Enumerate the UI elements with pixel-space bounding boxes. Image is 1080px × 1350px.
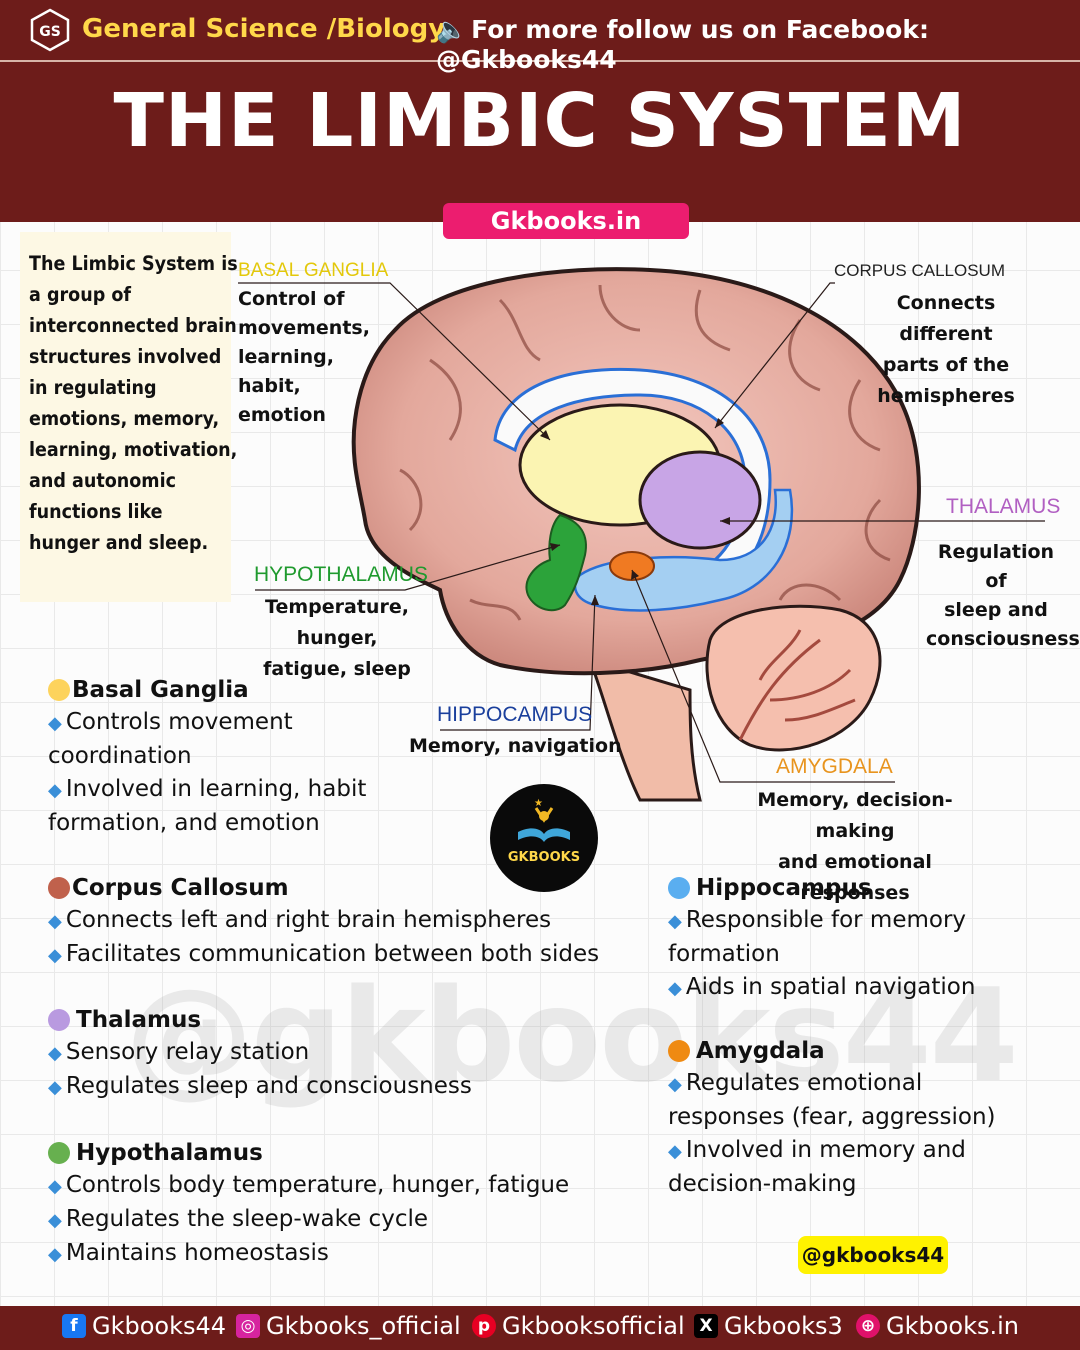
diamond-icon: ◆ [48, 1244, 62, 1265]
diamond-icon: ◆ [48, 780, 62, 801]
subject-label: General Science /Biology [82, 14, 446, 44]
section-title: Corpus Callosum [72, 875, 289, 901]
section-title: Hippocampus [696, 875, 872, 901]
gkbooks-logo: ★ GKBOOKS [490, 784, 598, 892]
diamond-icon: ◆ [48, 713, 62, 734]
svg-text:★: ★ [534, 798, 543, 809]
diamond-icon: ◆ [48, 1210, 62, 1231]
thalamus-desc: Regulation of sleep and consciousness [926, 541, 1080, 650]
brainstem-shape [587, 657, 702, 802]
section-thalamus: Thalamus ◆Sensory relay station ◆Regulat… [48, 1004, 472, 1104]
pointer-lines [238, 282, 1045, 783]
list-item: ◆Involved in memory and [668, 1137, 966, 1163]
diamond-icon: ◆ [48, 1176, 62, 1197]
intro-text: The Limbic System is a group of intercon… [29, 252, 238, 554]
diamond-icon: ◆ [668, 1074, 682, 1095]
list-item: ◆Sensory relay station [48, 1039, 310, 1065]
pointer-arrows [540, 418, 730, 605]
x-icon: X [694, 1314, 718, 1338]
intro-box [20, 232, 231, 602]
list-item: ◆Controls body temperature, hunger, fati… [48, 1172, 570, 1198]
list-item: ◆Regulates sleep and consciousness [48, 1073, 472, 1099]
site-badge[interactable]: Gkbooks.in [443, 203, 689, 239]
page-title: THE LIMBIC SYSTEM [113, 78, 967, 164]
section-title: Amygdala [696, 1038, 825, 1064]
handle-badge[interactable]: @gkbooks44 [798, 1236, 948, 1274]
amygdala-desc: Memory, decision-making and emotional re… [757, 789, 953, 904]
diamond-icon: ◆ [48, 1043, 62, 1064]
hippocampus-label: HIPPOCAMPUS [437, 703, 593, 726]
section-title: Hypothalamus [76, 1140, 263, 1166]
diamond-icon: ◆ [668, 978, 682, 999]
hypothalamus-desc: Temperature, hunger, fatigue, sleep [263, 596, 411, 680]
hippocampus-desc: Memory, navigation [409, 735, 622, 757]
basal-ganglia-label: BASAL GANGLIA [238, 260, 389, 281]
footer [0, 1306, 1080, 1350]
speaker-icon: 🔈 [436, 15, 468, 44]
hypothalamus-label: HYPOTHALAMUS [254, 563, 428, 586]
section-title: Thalamus [76, 1007, 202, 1033]
amygdala-label: AMYGDALA [776, 755, 893, 778]
facebook-icon: f [62, 1314, 86, 1338]
diamond-icon: ◆ [48, 945, 62, 966]
section-basal-ganglia: Basal Ganglia ◆Controls movement coordin… [48, 674, 366, 840]
list-item: formation [668, 941, 780, 967]
corpus-callosum-label: CORPUS CALLOSUM [834, 261, 1005, 280]
diamond-icon: ◆ [48, 911, 62, 932]
book-icon: ★ [518, 798, 570, 842]
dot-icon [48, 1009, 70, 1031]
list-item: formation, and emotion [48, 810, 320, 836]
brain-diagram [238, 267, 1045, 802]
list-item: responses (fear, aggression) [668, 1104, 996, 1130]
gyri-lines [399, 284, 891, 621]
list-item: ◆Responsible for memory [668, 907, 967, 933]
footer-web-link[interactable]: ⊕Gkbooks.in [856, 1312, 1019, 1340]
cerebellum-shape [705, 604, 882, 752]
list-item: ◆Involved in learning, habit [48, 776, 367, 802]
footer-instagram-link[interactable]: ◎Gkbooks_official [236, 1312, 461, 1340]
follow-text: 🔈For more follow us on Facebook: @Gkbook… [436, 15, 1080, 74]
list-item: ◆Connects left and right brain hemispher… [48, 907, 552, 933]
diamond-icon: ◆ [668, 1141, 682, 1162]
hypothalamus-shape [525, 513, 587, 612]
section-hypothalamus: Hypothalamus ◆Controls body temperature,… [48, 1137, 569, 1271]
svg-text:GS: GS [39, 24, 61, 40]
list-item: ◆Controls movement [48, 709, 293, 735]
pinterest-icon: p [472, 1314, 496, 1338]
list-item: ◆Facilitates communication between both … [48, 941, 600, 967]
section-amygdala: Amygdala ◆Regulates emotional responses … [668, 1035, 996, 1201]
thalamus-label: THALAMUS [946, 495, 1061, 518]
follow-label: For more follow us on Facebook: @Gkbooks… [436, 15, 929, 74]
list-item: ◆Regulates the sleep-wake cycle [48, 1206, 429, 1232]
globe-icon: ⊕ [856, 1314, 880, 1338]
thalamus-shape [638, 450, 762, 550]
diamond-icon: ◆ [668, 911, 682, 932]
section-hippocampus: Hippocampus ◆Responsible for memory form… [668, 872, 975, 1005]
list-item: ◆Aids in spatial navigation [668, 974, 976, 1000]
instagram-icon: ◎ [236, 1314, 260, 1338]
list-item: coordination [48, 743, 192, 769]
header-banner [0, 0, 1080, 222]
watermark: @gkbooks44 [125, 962, 1019, 1111]
gs-logo-icon: GS [30, 8, 70, 52]
corpus-callosum-desc: Connects different parts of the hemisphe… [877, 292, 1015, 407]
dot-icon [48, 679, 70, 701]
dot-icon [48, 1142, 70, 1164]
dot-icon [48, 877, 70, 899]
list-item: ◆Maintains homeostasis [48, 1240, 329, 1266]
list-item: decision-making [668, 1171, 857, 1197]
dot-icon [668, 877, 690, 899]
dot-icon [668, 1040, 690, 1062]
amygdala-shape [609, 551, 655, 581]
top-bar: GS General Science /Biology 🔈For more fo… [0, 0, 1080, 74]
diamond-icon: ◆ [48, 1077, 62, 1098]
section-corpus-callosum: Corpus Callosum ◆Connects left and right… [48, 872, 599, 972]
cerebellum-tree [738, 629, 856, 741]
list-item: ◆Regulates emotional [668, 1070, 923, 1096]
section-title: Basal Ganglia [72, 677, 249, 703]
basal-ganglia-desc: Control of movements, learning, habit, e… [238, 288, 370, 426]
